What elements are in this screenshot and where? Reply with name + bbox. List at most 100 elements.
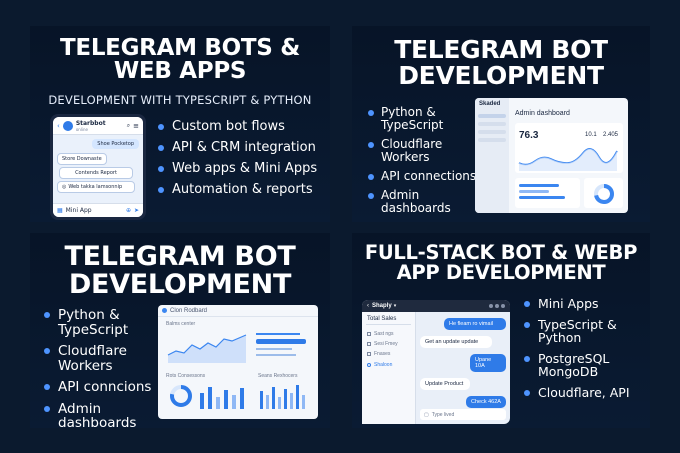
bar-chart (260, 385, 305, 409)
window-control-icon[interactable] (489, 304, 493, 308)
message-input-placeholder: Type lived (431, 411, 455, 418)
panel3-bullets: Python & TypeScript Cloudflare Workers A… (44, 308, 162, 428)
bullet-text: Admin dashboards (58, 400, 137, 428)
chat-bubble-out: Check 462A (466, 396, 506, 408)
bullet-dot (158, 124, 164, 130)
bullet-text: Mini Apps (538, 296, 599, 311)
panel4-title-line2: APP DEVELOPMENT (396, 260, 606, 284)
chat-button-3[interactable]: ◎ Web takka lamsonnip (57, 181, 135, 193)
sidebar-item[interactable]: Sesi Fmey (362, 339, 415, 349)
bullet-item: TypeScript & Python (524, 316, 644, 345)
bullet-item: Cloudflare, API (524, 385, 644, 400)
grid-icon[interactable]: ▦ (57, 207, 63, 214)
window-control-icon[interactable] (495, 304, 499, 308)
bullet-text: TypeScript & Python (538, 316, 617, 345)
divider (366, 324, 411, 325)
chat-button-3-label: Web takka lamsonnip (68, 184, 123, 190)
sidebar-link-label: Shaloon (374, 362, 393, 368)
bullet-dot (368, 192, 374, 199)
bullet-item: PostgreSQL MongoDB (524, 350, 644, 379)
sidebar-item[interactable]: Sast ngs (362, 329, 415, 339)
bullet-text: API connections (381, 168, 477, 183)
bullet-item: API conncions (44, 380, 162, 395)
stat-bar (256, 354, 296, 356)
sidebar-item[interactable] (478, 130, 506, 134)
panel2-title-line2: DEVELOPMENT (398, 60, 604, 90)
dash2-section1: Balms center (166, 321, 196, 327)
search-icon[interactable]: ⌕ (126, 121, 131, 129)
line-chart (518, 148, 618, 171)
square-icon (367, 342, 371, 346)
bullet-text: Web apps & Mini Apps (172, 161, 318, 177)
sidebar-item[interactable] (478, 114, 506, 118)
menu-icon[interactable]: ≡ (133, 121, 139, 130)
mini-app-button[interactable]: Mini App (65, 207, 92, 214)
sidebar-item[interactable]: Fnases (362, 349, 415, 359)
bullet-text: Automation & reports (172, 182, 313, 198)
bullet-text: Cloudflare Workers (58, 343, 127, 374)
bullet-item: Admin dashboards (44, 402, 162, 428)
panel4-title-line1: FULL-STACK BOT & WEBP (364, 241, 638, 264)
bullet-item: Python & TypeScript (368, 106, 480, 132)
bullet-dot (524, 301, 530, 307)
panel3-title: TELEGRAM BOT DEVELOPMENT (30, 243, 330, 298)
panel1-bullets: Custom bot flows API & CRM integration W… (158, 119, 317, 197)
chat-bubble-in: Get an update update (420, 336, 492, 348)
app-window: ‹ Shaply ▾ Total Sales Sast ngs Sesi Fme… (362, 300, 510, 424)
bullet-dot (368, 110, 374, 116)
logo-icon (162, 308, 167, 313)
panel1-title-line2: WEB APPS (113, 58, 247, 85)
panel3-title-line2: DEVELOPMENT (68, 268, 292, 300)
bullet-item: API & CRM integration (158, 140, 317, 156)
bullet-item: Automation & reports (158, 183, 317, 197)
bullet-item: Python & TypeScript (44, 308, 162, 337)
bullet-text: API & CRM integration (172, 140, 316, 156)
window-control-icon[interactable] (501, 304, 505, 308)
dash-donut-card (584, 178, 623, 208)
bullet-item: Cloudflare Workers (368, 136, 480, 164)
bullet-dot (44, 312, 50, 318)
bullet-dot (158, 166, 164, 173)
sidebar-item[interactable] (478, 122, 506, 126)
square-icon (367, 332, 371, 336)
dash2-header: Clon Rodbard (158, 305, 318, 317)
chevron-down-icon[interactable]: ▾ (393, 303, 397, 309)
bot-status: online (75, 126, 89, 132)
attach-icon[interactable]: ▢ (424, 411, 429, 418)
bullet-text: Cloudflare Workers (381, 136, 443, 164)
dash-chart-card: 76.3 10.1 2.405 (515, 123, 623, 173)
bullet-item: API connections (368, 168, 480, 183)
bullet-dot (368, 173, 374, 180)
bullet-dot (44, 384, 50, 391)
dash-bars-card (515, 178, 580, 208)
phone-footer: ▦ Mini App ⊕ ➤ (53, 203, 143, 217)
bullet-text: PostgreSQL MongoDB (538, 350, 610, 379)
dash-stat-3: 2.405 (603, 132, 619, 138)
attach-icon[interactable]: ⊕ (125, 207, 131, 214)
chat-bubble-out: He fleam ro vimail (444, 318, 506, 330)
message-input[interactable]: ▢ Type lived (420, 409, 506, 420)
panel-telegram-bots-web-apps: TELEGRAM BOTS & WEB APPS DEVELOPMENT WIT… (30, 26, 330, 222)
send-icon[interactable]: ➤ (133, 207, 139, 214)
sidebar-item[interactable] (478, 138, 506, 142)
square-icon (367, 352, 371, 356)
bullet-dot (524, 321, 530, 328)
dash2-section3: Seans Rexhocers (258, 373, 298, 379)
panel2-title-line1: TELEGRAM BOT (394, 35, 608, 64)
chevron-left-icon[interactable]: ‹ (57, 121, 60, 130)
chat-button-1[interactable]: Store Downaste (57, 153, 107, 165)
chevron-left-icon[interactable]: ‹ (367, 303, 369, 309)
donut-chart (594, 184, 614, 204)
dashboard-card-2: Clon Rodbard Balms center Rots Consesson… (158, 305, 318, 419)
panel-full-stack-bot-web-app: FULL-STACK BOT & WEBP APP DEVELOPMENT ‹ … (352, 233, 650, 428)
bullet-item: Web apps & Mini Apps (158, 162, 317, 176)
bullet-text: Python & TypeScript (381, 105, 444, 132)
admin-dashboard-card: Skaded Admin dashboard 76.3 10.1 2.405 (475, 98, 628, 213)
chat-button-2[interactable]: Contends Report (59, 167, 133, 179)
dash2-side-stats (256, 329, 312, 365)
sidebar-link[interactable]: Shaloon (362, 359, 415, 371)
phone-header: ‹ Starbbot online ⌕ ≡ (53, 117, 143, 135)
stat-bar (256, 333, 300, 335)
chat-area: He fleam ro vimail Get an update update … (420, 318, 506, 408)
bullet-text: API conncions (58, 379, 152, 396)
